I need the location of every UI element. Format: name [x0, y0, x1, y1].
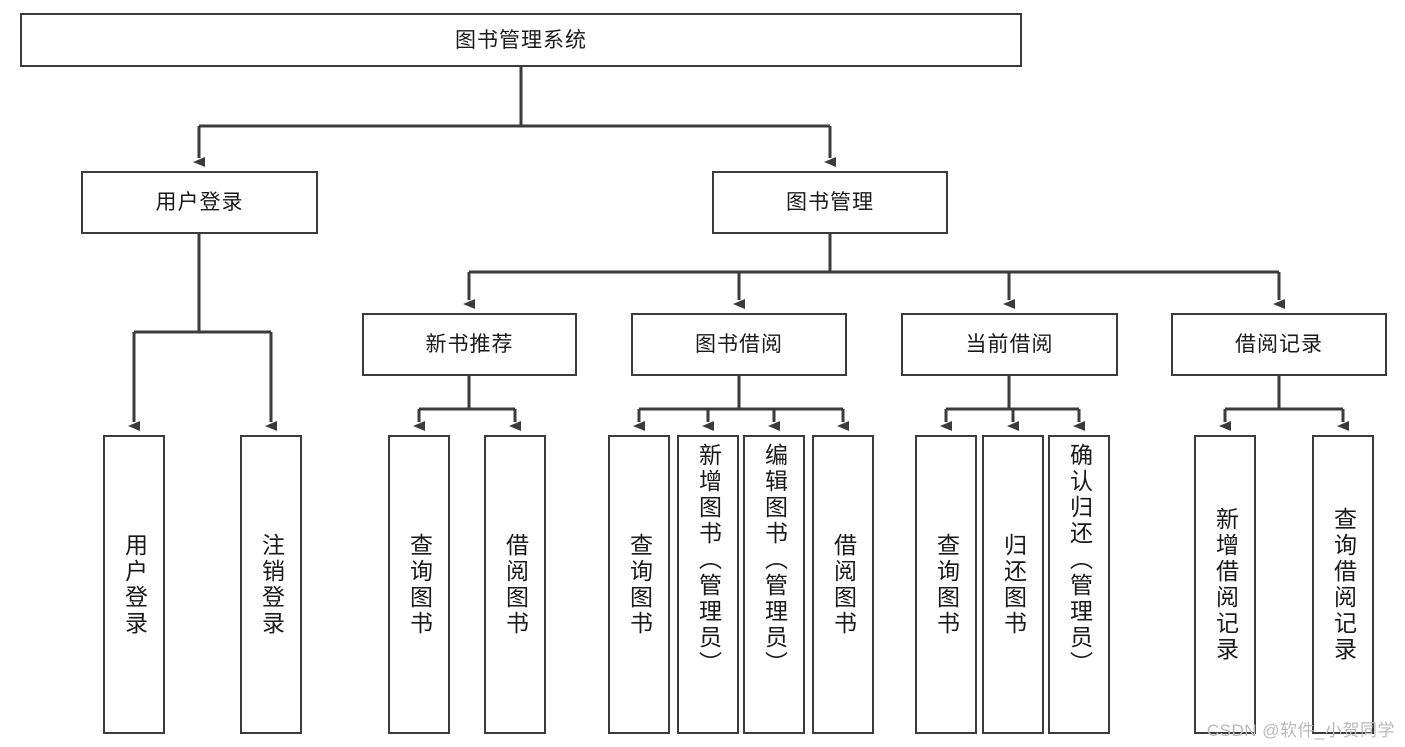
node-leaf-query-book-1[interactable]: 查询图书 [388, 435, 450, 734]
node-leaf-borrow-book-1-label: 借阅图书 [502, 532, 529, 637]
node-leaf-borrow-book-2[interactable]: 借阅图书 [812, 435, 874, 734]
node-user-login[interactable]: 用户登录 [81, 171, 318, 234]
node-leaf-return-book[interactable]: 归还图书 [982, 435, 1044, 734]
node-leaf-confirm-return-admin-label: 确认归还（管理员） [1066, 443, 1093, 677]
node-book-borrow-label: 图书借阅 [695, 333, 783, 356]
node-leaf-borrow-book-1[interactable]: 借阅图书 [484, 435, 546, 734]
node-current-borrow[interactable]: 当前借阅 [901, 313, 1118, 376]
node-leaf-borrow-book-2-label: 借阅图书 [830, 532, 857, 637]
node-book-borrow[interactable]: 图书借阅 [631, 313, 847, 376]
node-leaf-edit-book-admin[interactable]: 编辑图书（管理员） [743, 435, 805, 734]
node-new-book-recommend-label: 新书推荐 [425, 333, 514, 356]
node-book-manage-label: 图书管理 [786, 191, 874, 214]
node-leaf-query-book-2[interactable]: 查询图书 [608, 435, 670, 734]
node-leaf-edit-book-admin-label: 编辑图书（管理员） [761, 443, 788, 677]
node-current-borrow-label: 当前借阅 [965, 333, 1054, 356]
node-new-book-recommend[interactable]: 新书推荐 [362, 313, 577, 376]
node-borrow-record-label: 借阅记录 [1235, 333, 1323, 356]
node-leaf-user-login[interactable]: 用户登录 [103, 435, 165, 734]
node-leaf-return-book-label: 归还图书 [1000, 532, 1027, 637]
node-root-label: 图书管理系统 [455, 28, 587, 52]
node-leaf-query-book-3[interactable]: 查询图书 [915, 435, 977, 734]
node-leaf-user-login-label: 用户登录 [121, 532, 148, 637]
node-user-login-label: 用户登录 [155, 191, 244, 214]
watermark: CSDN @软件_小贺同学 [1206, 721, 1395, 740]
node-book-manage[interactable]: 图书管理 [712, 171, 948, 234]
node-leaf-query-borrow-record-label: 查询借阅记录 [1330, 506, 1357, 663]
node-borrow-record[interactable]: 借阅记录 [1171, 313, 1387, 376]
node-leaf-add-borrow-record[interactable]: 新增借阅记录 [1194, 435, 1256, 734]
node-leaf-user-logout-label: 注销登录 [258, 532, 285, 637]
node-leaf-query-book-1-label: 查询图书 [406, 532, 433, 637]
node-leaf-query-borrow-record[interactable]: 查询借阅记录 [1312, 435, 1374, 734]
node-leaf-add-book-admin[interactable]: 新增图书（管理员） [677, 435, 739, 734]
node-leaf-add-borrow-record-label: 新增借阅记录 [1212, 506, 1239, 663]
node-leaf-query-book-3-label: 查询图书 [933, 532, 960, 637]
node-leaf-query-book-2-label: 查询图书 [626, 532, 653, 637]
node-leaf-confirm-return-admin[interactable]: 确认归还（管理员） [1048, 435, 1110, 734]
node-leaf-user-logout[interactable]: 注销登录 [240, 435, 302, 734]
node-root[interactable]: 图书管理系统 [20, 13, 1022, 67]
node-leaf-add-book-admin-label: 新增图书（管理员） [695, 443, 722, 677]
